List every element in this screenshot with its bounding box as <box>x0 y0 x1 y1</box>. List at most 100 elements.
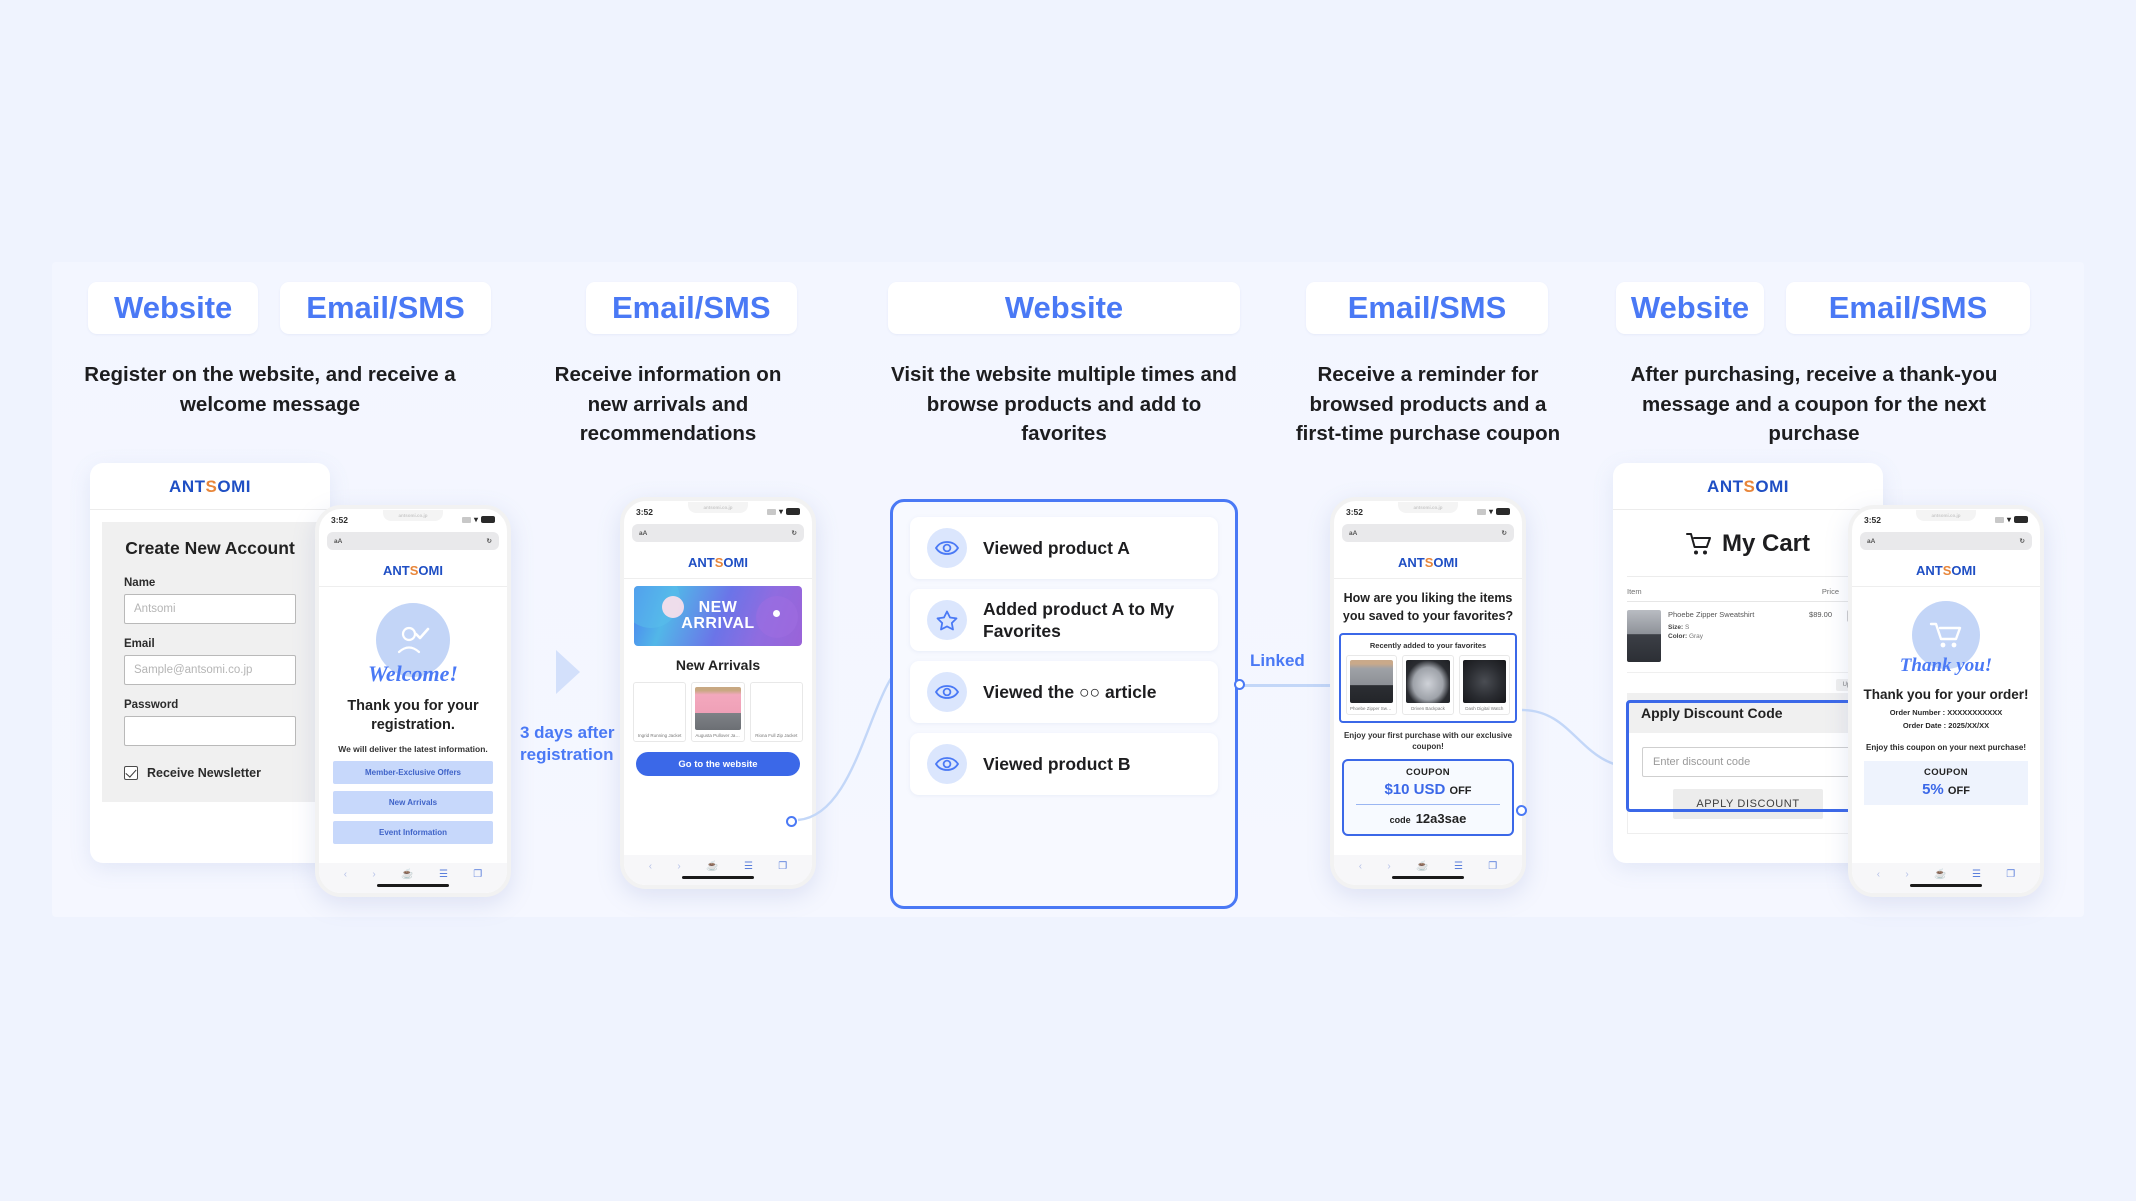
product-name: Augusta Pullover Jacket <box>695 733 741 738</box>
signal-icon <box>1994 516 2004 523</box>
share-icon[interactable]: ☕ <box>706 861 719 872</box>
flow-arrow-icon <box>556 650 580 694</box>
phone-status-bar: 3:52 antsomi.co.jp ▾ <box>1852 509 2040 530</box>
product-card[interactable]: Augusta Pullover Jacket <box>691 682 745 742</box>
shopping-cart-icon <box>1685 533 1711 555</box>
email-cta-event-info[interactable]: Event Information <box>333 820 493 844</box>
coupon-code-label: code <box>1389 815 1411 826</box>
phone-thankyou-email: 3:52 antsomi.co.jp ▾ aA ↻ ANTSOMI <box>1848 505 2044 897</box>
tag-website[interactable]: Website <box>888 282 1240 334</box>
discount-code-input[interactable]: Enter discount code <box>1642 747 1854 777</box>
back-icon[interactable]: ‹ <box>648 861 653 872</box>
tabs-icon[interactable]: ❐ <box>473 869 483 880</box>
bookmarks-icon[interactable]: ☰ <box>1453 861 1463 872</box>
behavior-label: Viewed product A <box>983 537 1130 558</box>
cart-title: My Cart <box>1721 530 1811 557</box>
behavior-item[interactable]: Added product A to My Favorites <box>910 589 1218 651</box>
tag-email-sms[interactable]: Email/SMS <box>280 282 491 334</box>
email-logo: ANTSOMI <box>319 554 507 587</box>
text-size-button[interactable]: aA <box>639 529 648 537</box>
home-indicator <box>1392 876 1464 879</box>
newsletter-checkbox[interactable] <box>124 766 138 780</box>
share-icon[interactable]: ☕ <box>1416 861 1429 872</box>
email-cta-new-arrivals[interactable]: New Arrivals <box>333 790 493 814</box>
stage-4-caption: Receive a reminder for browsed products … <box>1295 363 1561 446</box>
product-card[interactable]: Riona Full Zip Jacket <box>749 682 803 742</box>
product-card[interactable]: Ingrid Running Jacket <box>633 682 687 742</box>
safari-url-bar[interactable]: aA ↻ <box>327 532 499 550</box>
product-name: Dash Digital Watch <box>1465 706 1504 712</box>
user-check-icon <box>376 603 450 677</box>
phone-new-arrivals-email: 3:52 antsomi.co.jp ▾ aA ↻ ANTSOMI NEW AR… <box>620 497 816 889</box>
product-list: Ingrid Running Jacket Augusta Pullover J… <box>633 682 803 742</box>
reload-icon[interactable]: ↻ <box>486 538 492 545</box>
cart-item-name: Phoebe Zipper Sweatshirt <box>1668 610 1755 619</box>
wifi-icon: ▾ <box>778 507 783 516</box>
bookmarks-icon[interactable]: ☰ <box>1971 869 1981 880</box>
cart-table-header: Item Price Qty <box>1627 587 1869 602</box>
wifi-icon: ▾ <box>1488 507 1493 516</box>
wifi-icon: ▾ <box>2006 515 2011 524</box>
coupon-off-label: OFF <box>1947 784 1970 797</box>
tag-email-sms[interactable]: Email/SMS <box>1306 282 1548 334</box>
tabs-icon[interactable]: ❐ <box>778 861 788 872</box>
bookmarks-icon[interactable]: ☰ <box>438 869 448 880</box>
product-card[interactable]: Driven Backpack <box>1402 655 1454 716</box>
order-date-row: Order Date : 2025/XX/XX <box>1902 721 1990 731</box>
phone-notch: antsomi.co.jp <box>688 502 748 513</box>
back-icon[interactable]: ‹ <box>1876 869 1881 880</box>
forward-icon[interactable]: › <box>372 869 376 880</box>
forward-icon[interactable]: › <box>677 861 681 872</box>
back-icon[interactable]: ‹ <box>343 869 348 880</box>
status-icons: ▾ <box>1476 507 1510 516</box>
product-card[interactable]: Dash Digital Watch <box>1458 655 1510 716</box>
product-name: Driven Backpack <box>1411 706 1445 712</box>
email-logo: ANTSOMI <box>1334 546 1522 579</box>
apply-discount-button[interactable]: APPLY DISCOUNT <box>1673 789 1823 819</box>
banner-line-2: ARRIVAL <box>681 614 755 632</box>
name-label: Name <box>124 577 156 589</box>
reload-icon[interactable]: ↻ <box>2019 538 2025 545</box>
back-icon[interactable]: ‹ <box>1358 861 1363 872</box>
status-time: 3:52 <box>331 514 349 525</box>
newsletter-checkbox-row[interactable]: Receive Newsletter <box>124 766 296 780</box>
password-label: Password <box>124 699 179 711</box>
password-input[interactable] <box>124 716 296 746</box>
safari-url-bar[interactable]: aA ↻ <box>632 524 804 542</box>
share-icon[interactable]: ☕ <box>1934 869 1947 880</box>
phone-notch: antsomi.co.jp <box>1916 510 1976 521</box>
tag-website[interactable]: Website <box>88 282 259 334</box>
product-card[interactable]: Phoebe Zipper Sweatshirt <box>1346 655 1398 716</box>
favorites-product-list: Phoebe Zipper Sweatshirt Driven Backpack… <box>1346 655 1510 716</box>
safari-url-bar[interactable]: aA ↻ <box>1860 532 2032 550</box>
behavior-item[interactable]: Viewed product B <box>910 733 1218 795</box>
bookmarks-icon[interactable]: ☰ <box>743 861 753 872</box>
reload-icon[interactable]: ↻ <box>1501 530 1507 537</box>
share-icon[interactable]: ☕ <box>401 869 414 880</box>
forward-icon[interactable]: › <box>1905 869 1909 880</box>
behavior-item[interactable]: Viewed product A <box>910 517 1218 579</box>
forward-icon[interactable]: › <box>1387 861 1391 872</box>
safari-url-bar[interactable]: aA ↻ <box>1342 524 1514 542</box>
order-number-value: XXXXXXXXXXX <box>1947 708 2003 718</box>
email-input[interactable]: Sample@antsomi.co.jp <box>124 655 296 685</box>
tag-website[interactable]: Website <box>1616 282 1764 334</box>
behavior-label: Added product A to My Favorites <box>983 598 1175 641</box>
tag-email-sms[interactable]: Email/SMS <box>1786 282 2030 334</box>
battery-icon <box>481 516 495 523</box>
text-size-button[interactable]: aA <box>1349 529 1358 537</box>
text-size-button[interactable]: aA <box>334 537 343 545</box>
status-icons: ▾ <box>1994 515 2028 524</box>
cart-item-image <box>1627 610 1661 662</box>
tag-email-sms[interactable]: Email/SMS <box>586 282 797 334</box>
text-size-button[interactable]: aA <box>1867 537 1876 545</box>
name-input[interactable]: Antsomi <box>124 594 296 624</box>
signal-icon <box>461 516 471 523</box>
tabs-icon[interactable]: ❐ <box>2006 869 2016 880</box>
tabs-icon[interactable]: ❐ <box>1488 861 1498 872</box>
email-cta-offers[interactable]: Member-Exclusive Offers <box>333 760 493 784</box>
new-arrivals-headline: New Arrivals <box>675 657 761 673</box>
reload-icon[interactable]: ↻ <box>791 530 797 537</box>
go-to-website-button[interactable]: Go to the website <box>636 752 800 776</box>
behavior-item[interactable]: Viewed the ○○ article <box>910 661 1218 723</box>
